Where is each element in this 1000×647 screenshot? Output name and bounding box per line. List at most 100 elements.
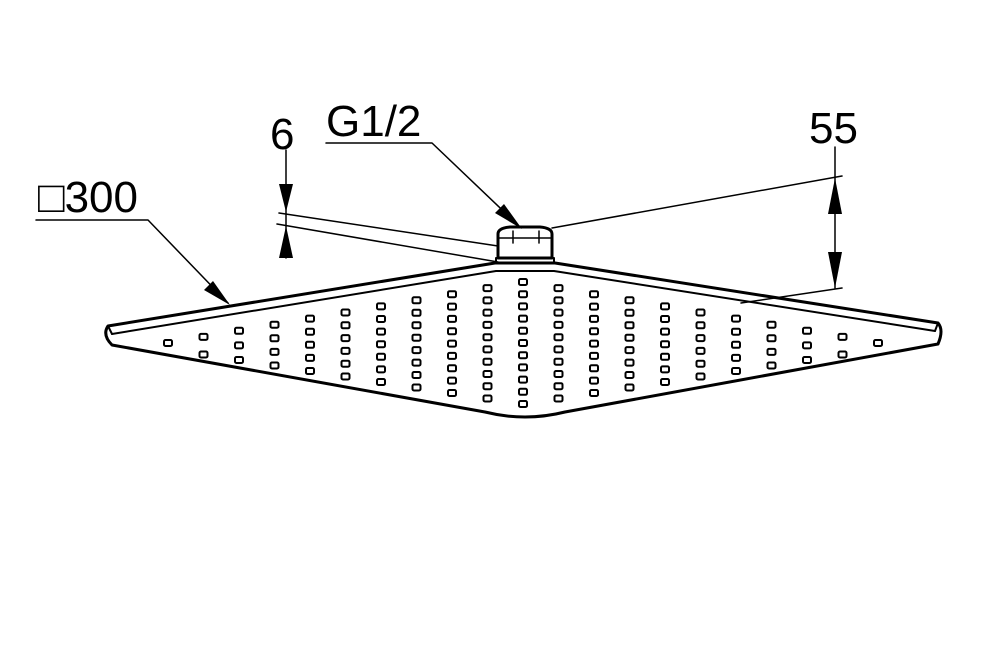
nozzle bbox=[234, 356, 244, 364]
nozzle bbox=[518, 339, 528, 347]
nozzle bbox=[766, 347, 777, 356]
nozzle bbox=[624, 371, 635, 379]
nozzle bbox=[340, 346, 351, 355]
nozzle bbox=[731, 367, 741, 375]
nozzle bbox=[695, 359, 706, 368]
nozzle bbox=[660, 327, 670, 336]
height-arrow-up bbox=[828, 178, 842, 214]
thread-leader-arrowhead bbox=[495, 204, 522, 229]
nozzle bbox=[305, 353, 315, 362]
nozzle bbox=[695, 334, 706, 343]
nozzle bbox=[553, 382, 564, 391]
height-label: 55 bbox=[809, 104, 858, 153]
nozzle bbox=[518, 387, 528, 396]
nozzle bbox=[766, 320, 777, 329]
nozzle bbox=[518, 278, 528, 286]
nozzle bbox=[376, 327, 386, 336]
nozzle bbox=[411, 358, 422, 367]
nozzle bbox=[731, 314, 741, 323]
nozzle bbox=[695, 372, 706, 381]
nozzle bbox=[766, 334, 777, 343]
thread-label: G1/2 bbox=[326, 97, 422, 146]
nozzle bbox=[589, 290, 599, 299]
size-label: □300 bbox=[38, 173, 138, 222]
nozzle bbox=[234, 326, 244, 335]
nozzle bbox=[553, 284, 564, 293]
nozzle bbox=[553, 357, 564, 366]
nozzle bbox=[447, 327, 457, 336]
nozzle bbox=[695, 308, 706, 317]
nozzle bbox=[518, 302, 528, 311]
nozzle bbox=[482, 308, 493, 317]
nozzle bbox=[553, 333, 564, 342]
nozzle bbox=[589, 364, 599, 373]
nozzle bbox=[482, 320, 493, 329]
gap-label: 6 bbox=[270, 110, 295, 159]
plate-right-corner bbox=[934, 322, 939, 332]
nozzle bbox=[376, 365, 386, 374]
nozzle bbox=[340, 334, 351, 343]
nozzle bbox=[518, 314, 528, 323]
nozzle bbox=[376, 378, 386, 386]
nozzle bbox=[411, 308, 422, 317]
nozzle bbox=[802, 356, 812, 364]
gap-extension-upper bbox=[278, 212, 499, 247]
nozzle bbox=[482, 357, 493, 366]
nozzle bbox=[660, 315, 670, 323]
connector-nut bbox=[495, 225, 555, 264]
nozzle bbox=[163, 339, 173, 347]
nozzle bbox=[660, 340, 670, 349]
nozzle bbox=[695, 321, 706, 330]
nozzle bbox=[624, 358, 635, 367]
nozzle bbox=[447, 351, 457, 360]
height-arrow-down bbox=[828, 252, 842, 288]
nozzle bbox=[624, 383, 635, 392]
nozzle bbox=[269, 361, 280, 370]
nozzle bbox=[553, 320, 564, 329]
nozzle bbox=[553, 370, 564, 378]
nozzle bbox=[482, 382, 493, 391]
nozzle bbox=[624, 346, 635, 355]
nozzle bbox=[234, 341, 244, 350]
nozzle bbox=[376, 315, 386, 323]
nozzle bbox=[518, 400, 528, 408]
nozzle bbox=[340, 308, 351, 317]
nozzle bbox=[269, 347, 280, 356]
nozzle bbox=[411, 371, 422, 379]
nozzle bbox=[553, 345, 564, 354]
nozzle bbox=[269, 320, 280, 329]
nozzle bbox=[624, 321, 635, 330]
height-extension-upper bbox=[551, 175, 843, 229]
nozzle bbox=[553, 296, 564, 305]
nozzle bbox=[589, 339, 599, 348]
nozzle bbox=[589, 389, 599, 397]
nozzle bbox=[447, 364, 457, 373]
plate-left-corner bbox=[107, 325, 113, 335]
gap-extension-lower bbox=[276, 223, 499, 263]
nozzle bbox=[589, 302, 599, 311]
nozzle bbox=[695, 346, 706, 355]
plate-top-edge bbox=[111, 270, 936, 335]
gap-arrow-up bbox=[279, 226, 293, 258]
nozzle bbox=[482, 370, 493, 378]
nozzle bbox=[340, 321, 351, 330]
nozzle bbox=[589, 351, 599, 360]
nozzle bbox=[376, 340, 386, 349]
nozzle bbox=[624, 308, 635, 317]
nozzle bbox=[802, 341, 812, 350]
nozzle bbox=[376, 302, 386, 311]
nozzle bbox=[411, 383, 422, 392]
nozzle bbox=[837, 350, 848, 359]
shower-plate-outline bbox=[104, 261, 943, 419]
nozzle-grid bbox=[163, 278, 883, 408]
nozzle bbox=[447, 339, 457, 348]
nozzle bbox=[624, 296, 635, 305]
nozzle bbox=[518, 326, 528, 335]
size-leader-line bbox=[35, 219, 229, 304]
height-extension-lower bbox=[740, 287, 843, 304]
nozzle bbox=[766, 361, 777, 370]
nozzle bbox=[340, 372, 351, 381]
nozzle bbox=[376, 352, 386, 361]
thread-leader-line bbox=[325, 142, 520, 227]
